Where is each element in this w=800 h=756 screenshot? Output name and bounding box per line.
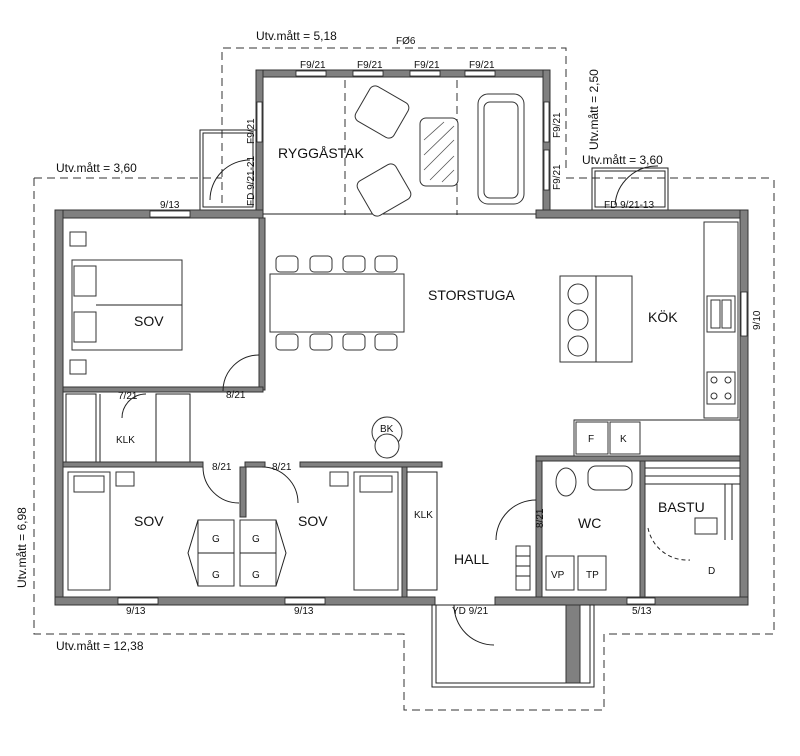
hall-steps — [515, 545, 531, 591]
room-storstuga: STORSTUGA — [428, 287, 516, 303]
door-fd-right: FD 9/21-13 — [604, 200, 654, 211]
door-fd-left: FD 9/21-21 — [246, 156, 257, 206]
roof-outline — [33, 47, 775, 711]
window-porch-right-2: F9/21 — [552, 164, 563, 190]
room-sov-1: SOV — [134, 313, 164, 329]
room-wc: WC — [578, 515, 601, 531]
label-klk-2: KLK — [414, 510, 433, 521]
dimension-right: Utv.mått = 2,50 — [587, 69, 601, 150]
window-porch-right-1: F9/21 — [552, 112, 563, 138]
wardrobe-g — [187, 519, 287, 587]
room-bastu: BASTU — [658, 499, 705, 515]
label-d: D — [708, 566, 715, 577]
room-hall: HALL — [454, 551, 489, 567]
label-g-3: G — [212, 570, 220, 581]
room-sov-3: SOV — [298, 513, 328, 529]
window-top-4: F9/21 — [469, 60, 495, 71]
sauna — [645, 467, 740, 561]
door-klk: 7/21 — [118, 391, 138, 402]
room-sov-2: SOV — [134, 513, 164, 529]
main-walls — [54, 209, 749, 606]
door-sov-3: 8/21 — [272, 462, 292, 473]
window-top-2: F9/21 — [357, 60, 383, 71]
window-bottom-3: 5/13 — [632, 606, 652, 617]
window-top-3: F9/21 — [414, 60, 440, 71]
wc-fixtures — [545, 465, 633, 591]
door-yd: YD 9/21 — [452, 606, 489, 617]
door-sov-2: 8/21 — [212, 462, 232, 473]
label-fo6: FØ6 — [396, 36, 416, 47]
label-g-1: G — [212, 534, 220, 545]
label-vp: VP — [551, 570, 565, 581]
dining-table — [269, 255, 405, 351]
window-bottom-1: 9/13 — [126, 606, 146, 617]
doors — [121, 354, 537, 541]
dimension-left-vertical: Utv.mått = 6,98 — [15, 507, 29, 588]
label-tp: TP — [586, 570, 599, 581]
bed-2 — [67, 471, 135, 591]
porch-furniture — [354, 85, 525, 217]
window-kitchen: 9/10 — [752, 310, 763, 330]
dimension-left-upper: Utv.mått = 3,60 — [56, 161, 137, 175]
bed-3 — [329, 471, 399, 591]
kitchen-counters — [567, 221, 741, 457]
entry-porch — [431, 604, 595, 688]
room-kok: KÖK — [648, 308, 678, 325]
dimension-right-upper: Utv.mått = 3,60 — [582, 153, 663, 167]
door-sov-1: 8/21 — [226, 390, 246, 401]
label-f: F — [588, 434, 594, 445]
room-ryggastak: RYGGÅSTAK — [278, 145, 365, 161]
fireplace — [371, 416, 403, 459]
window-porch-left: F9/21 — [246, 118, 257, 144]
label-g-2: G — [252, 534, 260, 545]
label-g-4: G — [252, 570, 260, 581]
bed-1 — [69, 231, 183, 375]
window-bottom-2: 9/13 — [294, 606, 314, 617]
label-k: K — [620, 434, 627, 445]
window-top-1: F9/21 — [300, 60, 326, 71]
main-windows — [117, 210, 748, 605]
label-bk: BK — [380, 424, 394, 435]
window-bed-1: 9/13 — [160, 200, 180, 211]
dimension-top: Utv.mått = 5,18 — [256, 29, 337, 43]
label-klk-1: KLK — [116, 435, 135, 446]
dimension-bottom: Utv.mått = 12,38 — [56, 639, 144, 653]
door-wc: 8/21 — [535, 508, 546, 528]
